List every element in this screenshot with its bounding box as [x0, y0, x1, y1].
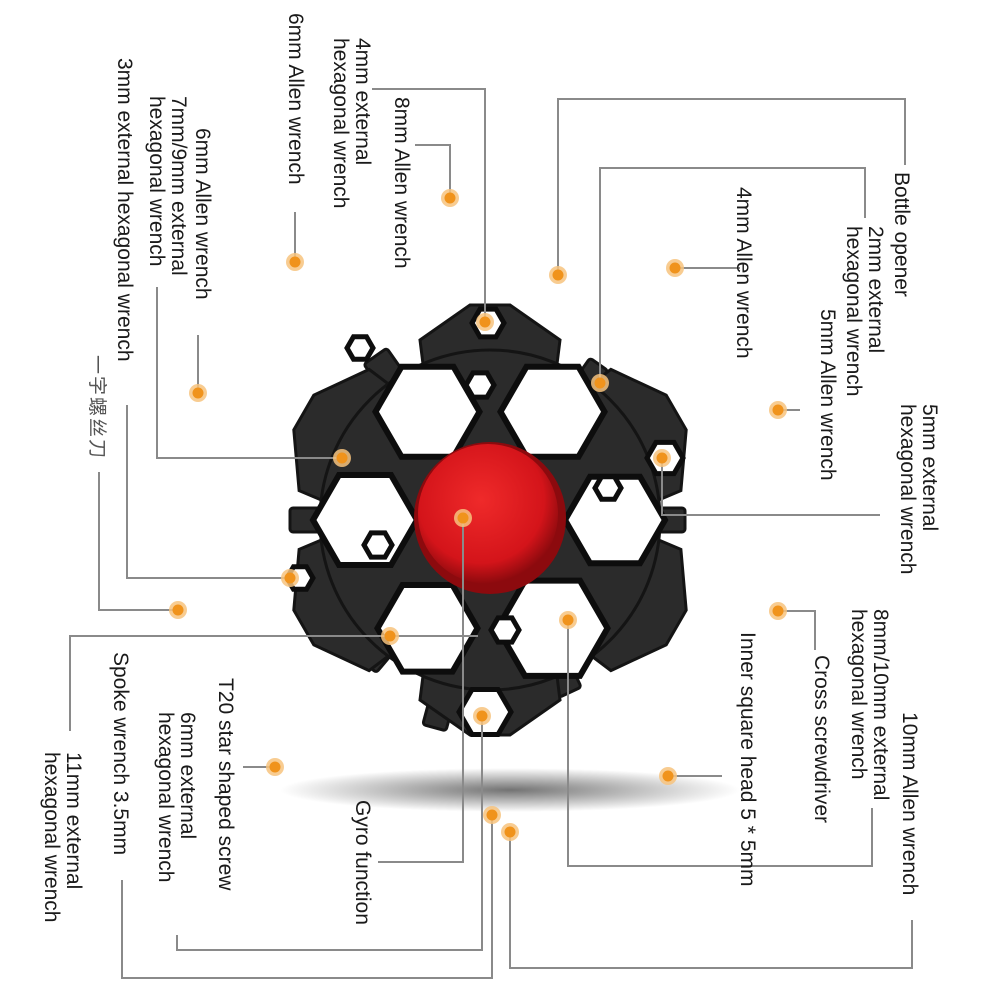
label-t20-star-screw: T20 star shaped screw	[214, 678, 237, 891]
leader-line	[98, 472, 178, 611]
ground-shadow	[280, 768, 740, 812]
label-gyro-function: Gyro function	[351, 800, 374, 925]
leader-line	[378, 518, 464, 863]
small-hex-hole	[592, 474, 624, 502]
hex-cutout	[561, 473, 669, 567]
small-hex-hole	[488, 615, 522, 645]
leader-line	[176, 716, 483, 951]
label-6mm-allen-top: 6mm Allen wrench	[284, 13, 307, 185]
label-2mm-external-hex: 2mm external hexagonal wrench	[842, 226, 887, 397]
label-4mm-allen: 4mm Allen wrench	[732, 187, 755, 359]
callout-dot	[289, 256, 301, 268]
hex-cutout	[497, 363, 608, 460]
callout-dot	[479, 316, 491, 328]
label-flat-screwdriver-cn: 一字螺丝刀	[86, 355, 107, 461]
label-11mm-external-hex: 11mm external hexagonal wrench	[40, 752, 85, 923]
label-bottle-opener: Bottle opener	[890, 172, 913, 297]
leader-line	[661, 458, 880, 516]
callout-dot	[336, 452, 348, 464]
label-5mm-external-hex: 5mm external hexagonal wrench	[896, 404, 941, 575]
label-8-10mm-external-hex: 8mm/10mm external hexagonal wrench	[847, 609, 892, 801]
callout-dot	[772, 605, 784, 617]
callout-dot	[662, 770, 674, 782]
small-hex-hole	[361, 530, 395, 560]
callout-dot	[269, 761, 281, 773]
callout-dot	[192, 387, 204, 399]
label-inner-square-head: Inner square head 5 * 5mm	[736, 632, 759, 887]
label-10mm-allen: 10mm Allen wrench	[898, 712, 921, 896]
callout-dots	[169, 189, 787, 841]
hex-cutout	[372, 363, 483, 460]
spinner-cap	[418, 444, 558, 584]
leader-line	[567, 620, 873, 867]
leader-line	[69, 635, 478, 731]
callout-dot	[562, 614, 574, 626]
label-8mm-allen: 8mm Allen wrench	[390, 97, 413, 269]
leader-line	[778, 610, 816, 650]
leader-line	[156, 287, 342, 459]
leader-line	[126, 405, 290, 579]
leader-line	[599, 167, 866, 383]
callout-dot	[457, 512, 469, 524]
callout-dot	[504, 826, 516, 838]
callout-dot	[284, 572, 296, 584]
leader-line	[557, 98, 906, 275]
small-hex-hole	[463, 370, 497, 400]
label-spoke-wrench: Spoke wrench 3.5mm	[109, 652, 132, 856]
callout-dot	[444, 192, 456, 204]
label-7-9mm-external-hex: 7mm/9mm external hexagonal wrench	[145, 96, 190, 276]
label-3mm-external-hex: 3mm external hexagonal wrench	[113, 58, 136, 362]
callout-dot	[384, 630, 396, 642]
label-6mm-external-hex: 6mm external hexagonal wrench	[154, 712, 199, 883]
small-hex-hole	[344, 334, 376, 362]
callout-dot	[486, 809, 498, 821]
snowflake-tool-body	[284, 303, 688, 737]
hex-cutout	[374, 582, 481, 675]
leader-line	[372, 88, 486, 322]
label-cross-screwdriver: Cross screwdriver	[810, 655, 833, 824]
callout-dot	[669, 262, 681, 274]
callout-dot	[772, 404, 784, 416]
callout-dot	[594, 377, 606, 389]
callout-dot	[172, 604, 184, 616]
label-5mm-allen: 5mm Allen wrench	[816, 309, 839, 481]
callout-dot	[476, 710, 488, 722]
label-6mm-allen-left: 6mm Allen wrench	[191, 128, 214, 300]
leader-line	[121, 815, 493, 979]
callout-dot	[656, 452, 668, 464]
callout-dot	[552, 269, 564, 281]
label-4mm-external-hex: 4mm external hexagonal wrench	[329, 38, 374, 209]
leader-line	[509, 832, 913, 969]
leader-line	[415, 144, 451, 198]
